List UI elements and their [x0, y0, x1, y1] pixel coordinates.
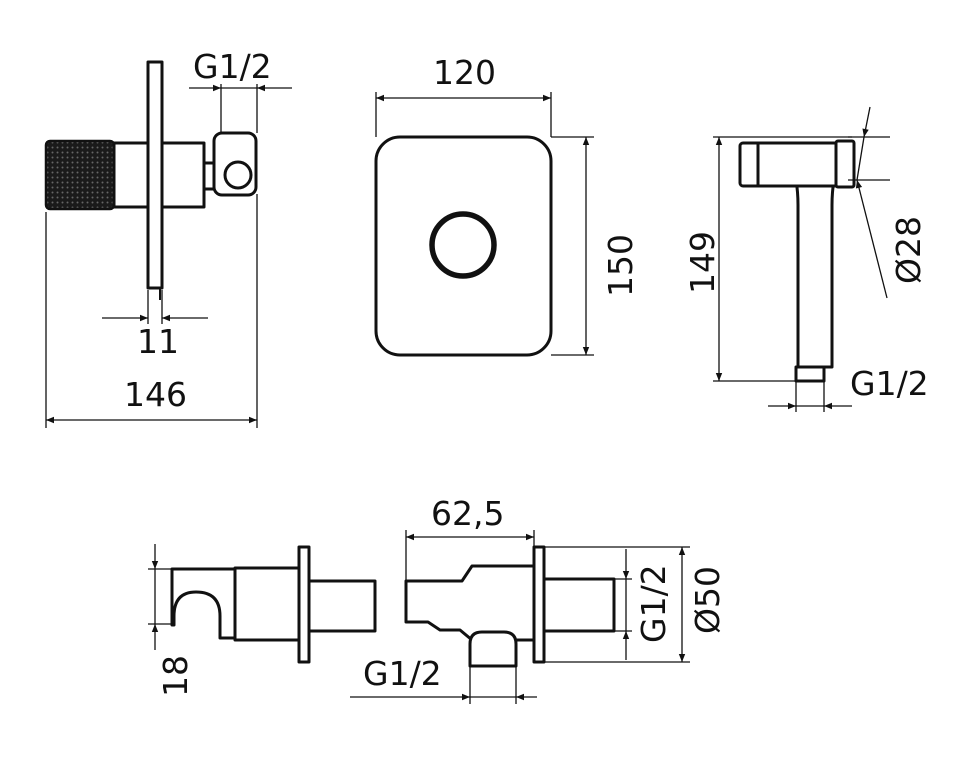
dim-spray-g12: G1/2 — [850, 364, 929, 403]
dim-holder-d50: Ø50 — [688, 566, 727, 634]
dim-side-g12: G1/2 — [193, 47, 272, 86]
holder-nipple — [307, 579, 377, 633]
holder-outlet — [468, 630, 518, 668]
holder-hook — [170, 567, 237, 640]
spray-cap — [834, 139, 856, 189]
holder-body — [233, 566, 301, 642]
holder-side-view: 18 — [148, 544, 377, 697]
dim-front-150: 150 — [601, 234, 640, 297]
spray-connector — [794, 365, 826, 383]
holder-clamp — [404, 564, 536, 642]
front-nipple — [542, 577, 616, 633]
dim-holder-g12-bottom: G1/2 — [363, 654, 442, 693]
side-view-mixer: G1/2 11 146 — [44, 47, 292, 428]
dim-spray-149: 149 — [683, 231, 722, 294]
spray-handle — [794, 178, 836, 369]
handle-neck — [112, 141, 150, 209]
dim-spray-d28: Ø28 — [889, 216, 928, 284]
dim-holder-62-5: 62,5 — [431, 494, 504, 533]
dim-holder-g12-side: G1/2 — [634, 564, 673, 643]
dim-side-11: 11 — [137, 322, 179, 361]
holder-front-view: 62,5 G1/2 G1/2 Ø50 — [350, 494, 727, 704]
front-view-plate: 120 150 — [374, 53, 640, 357]
dim-side-146: 146 — [124, 375, 187, 414]
spray-head — [738, 141, 840, 188]
valve-body — [160, 141, 206, 209]
holder-ring — [223, 160, 253, 190]
hand-spray-view: 149 Ø28 G1/2 — [683, 106, 929, 412]
wall-plate — [146, 60, 164, 290]
knurled-handle — [44, 139, 116, 211]
dim-holder-18: 18 — [156, 655, 195, 697]
control-knob — [429, 211, 497, 279]
dim-front-120: 120 — [433, 53, 496, 92]
